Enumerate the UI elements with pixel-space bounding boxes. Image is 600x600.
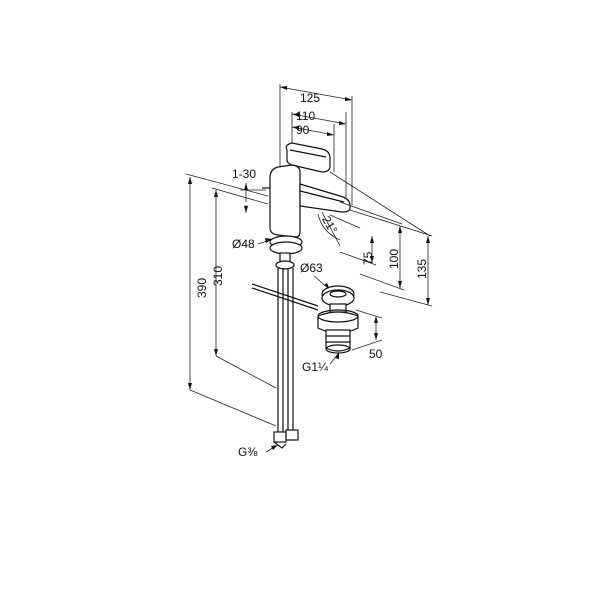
leader-g114 <box>329 352 339 365</box>
dimension-label-diameter-63: Ø63 <box>300 261 323 275</box>
waste-drain <box>317 285 359 354</box>
dim-line-110 <box>291 113 347 125</box>
dimension-label-390: 390 <box>195 278 209 298</box>
dimension-group-height-right <box>329 171 433 307</box>
dimension-label-110: 110 <box>296 109 315 123</box>
dimension-group-width <box>279 84 353 205</box>
dimension-label-1-30: 1-30 <box>232 167 256 181</box>
dimension-label-125: 125 <box>300 91 320 105</box>
faucet-body <box>262 142 351 270</box>
dimension-group-height-left <box>185 173 277 427</box>
dimension-label-21-degree: 21° <box>319 213 340 236</box>
dimension-label-90: 90 <box>296 123 310 137</box>
dimension-label-50: 50 <box>369 347 383 361</box>
thread-label-supply: G⅜ <box>238 445 258 459</box>
leader-g38 <box>265 445 278 453</box>
dimension-50-lines <box>351 309 383 351</box>
dimension-label-135: 135 <box>415 259 429 279</box>
leader-48 <box>257 238 272 245</box>
dimension-label-diameter-48: Ø48 <box>232 237 255 251</box>
dimension-label-100: 100 <box>387 249 401 269</box>
thread-label-waste: G1¼ <box>302 360 329 374</box>
angle-indicator <box>317 211 361 247</box>
dimension-label-310: 310 <box>211 266 225 286</box>
dim-line-125 <box>279 86 353 101</box>
supply-hoses <box>251 268 319 449</box>
dimension-label-75: 75 <box>361 251 375 265</box>
